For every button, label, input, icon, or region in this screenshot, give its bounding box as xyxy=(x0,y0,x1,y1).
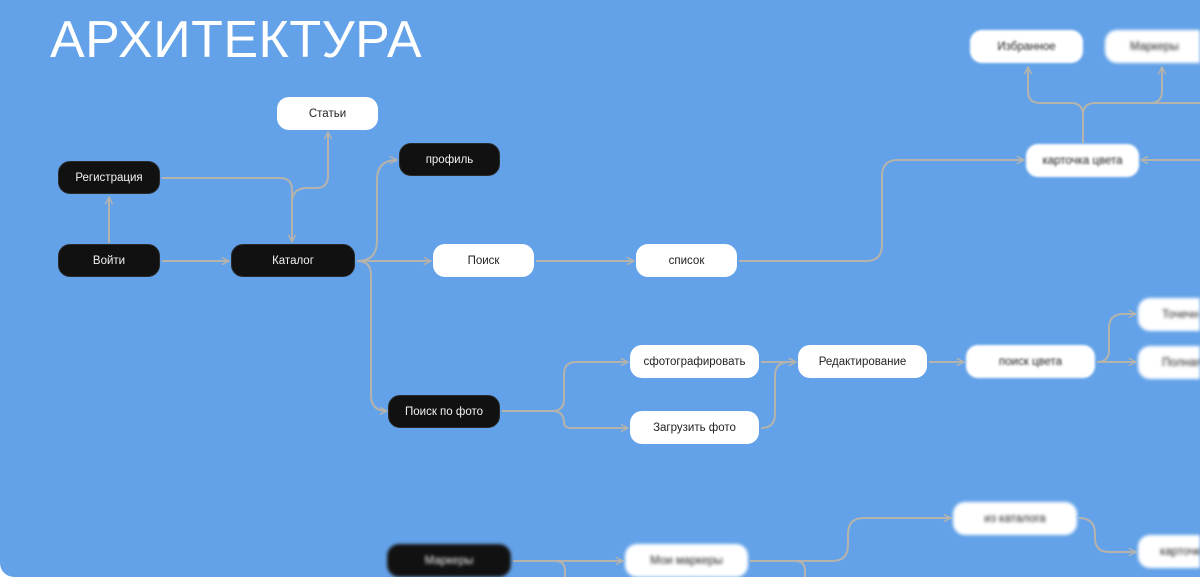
node-registration[interactable]: Регистрация xyxy=(58,161,160,194)
node-markers-top[interactable]: Маркеры xyxy=(1105,30,1200,63)
page-title: АРХИТЕКТУРА xyxy=(50,11,423,69)
edge-markers-down xyxy=(554,560,566,577)
node-favorites[interactable]: Избранное xyxy=(970,30,1083,63)
node-search[interactable]: Поиск xyxy=(433,244,534,277)
edge-color-search-point xyxy=(1096,314,1136,363)
edge-list-color-card xyxy=(739,160,1024,262)
node-articles[interactable]: Статьи xyxy=(277,97,378,130)
edge-my-markers-down xyxy=(794,560,806,577)
node-profile[interactable]: профиль xyxy=(399,143,500,176)
node-list[interactable]: список xyxy=(636,244,737,277)
edge-registration-catalog xyxy=(162,177,292,242)
edge-from-catalog-card xyxy=(1078,517,1136,552)
node-editing[interactable]: Редактирование xyxy=(798,345,927,378)
edge-color-card-favorites xyxy=(1028,67,1084,143)
node-markers-bottom[interactable]: Маркеры xyxy=(387,544,511,577)
edge-my-markers-from-catalog xyxy=(750,518,951,562)
edge-color-card-markers xyxy=(1082,67,1162,116)
edge-photo-search-take-photo xyxy=(502,362,628,412)
node-upload-photo[interactable]: Загрузить фото xyxy=(630,411,759,444)
node-card-bottom[interactable]: карточк xyxy=(1138,535,1200,568)
edge-photo-search-upload xyxy=(551,410,628,428)
node-color-search[interactable]: поиск цвета xyxy=(966,345,1095,378)
node-from-catalog[interactable]: из каталога xyxy=(953,502,1077,535)
node-photo-search[interactable]: Поиск по фото xyxy=(388,395,500,428)
edge-catalog-photo-search xyxy=(356,260,387,411)
node-point[interactable]: Точечн xyxy=(1138,298,1200,331)
node-my-markers[interactable]: Мои маркеры xyxy=(625,544,748,577)
edge-catalog-articles xyxy=(291,132,328,204)
node-full[interactable]: Полная xyxy=(1138,346,1200,379)
edge-catalog-profile xyxy=(356,160,397,262)
edge-upload-editing xyxy=(760,362,796,429)
node-login[interactable]: Войти xyxy=(58,244,160,277)
node-catalog[interactable]: Каталог xyxy=(231,244,355,277)
node-color-card[interactable]: карточка цвета xyxy=(1026,144,1139,177)
node-take-photo[interactable]: сфотографировать xyxy=(630,345,759,378)
